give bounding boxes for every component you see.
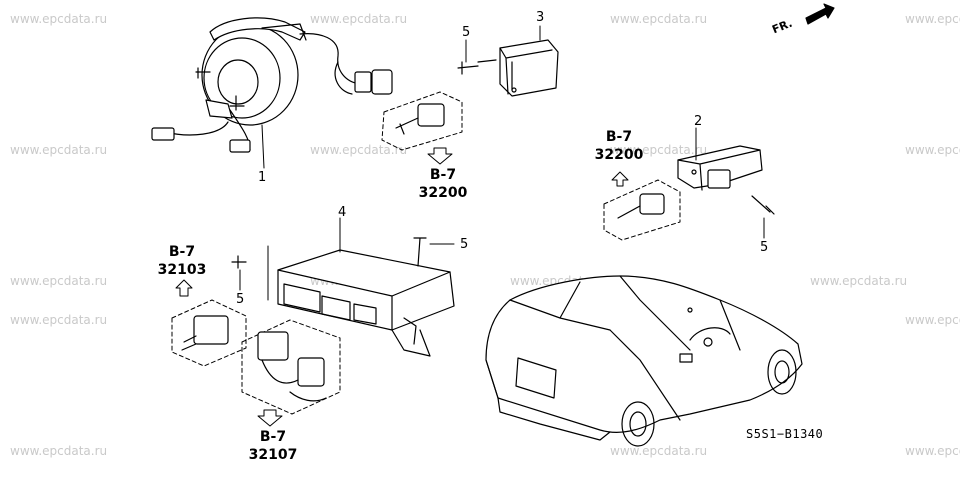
watermark: www.epcdata.ru — [10, 444, 108, 458]
callout-5: 5 — [462, 25, 471, 40]
connector-group — [381, 91, 463, 151]
reference-section: B-7 — [429, 167, 457, 183]
watermark: www.epcdata.ru — [610, 143, 708, 157]
callout-5: 5 — [460, 237, 469, 252]
arrow-up-icon — [175, 279, 193, 297]
callout-3: 3 — [536, 10, 545, 25]
watermark: www.epcdata.ru — [610, 12, 708, 26]
reference-part-number: 32200 — [418, 185, 468, 201]
reference-part-number: 32200 — [594, 147, 644, 163]
reference-section: B-7 — [259, 429, 287, 445]
section-reference[interactable]: B-7 32107 — [238, 428, 308, 464]
watermark: www.epcdata.ru — [10, 143, 108, 157]
callout-2: 2 — [694, 114, 703, 129]
diagram-code: S5S1−B1340 — [746, 427, 824, 441]
section-reference[interactable]: B-7 32200 — [408, 166, 478, 202]
srs-unit-part — [231, 217, 455, 357]
connector-group — [241, 319, 341, 415]
arrow-down-icon — [427, 147, 453, 165]
watermark: www.epcdata.ru — [10, 12, 108, 26]
watermark: www.epcdata.ru — [905, 444, 960, 458]
section-reference[interactable]: B-7 32200 — [584, 128, 654, 164]
arrow-up-icon — [611, 171, 629, 187]
watermark: www.epcdata.ru — [610, 444, 708, 458]
connector-group — [603, 179, 681, 241]
front-direction-arrow-icon — [805, 3, 835, 25]
sensor-bracket-part — [457, 25, 559, 97]
reference-part-number: 32107 — [248, 447, 298, 463]
reference-section: B-7 — [168, 244, 196, 260]
callout-5: 5 — [236, 292, 245, 307]
reference-section: B-7 — [605, 129, 633, 145]
reference-part-number: 32103 — [157, 262, 207, 278]
callout-4: 4 — [338, 205, 347, 220]
vehicle-outline — [485, 275, 803, 447]
arrow-down-icon — [257, 409, 283, 427]
side-sensor-part — [677, 127, 775, 239]
section-reference[interactable]: B-7 32103 — [147, 243, 217, 279]
watermark: www.epcdata.ru — [310, 143, 408, 157]
watermark: www.epcdata.ru — [10, 313, 108, 327]
connector-group — [171, 299, 247, 367]
callout-1: 1 — [258, 170, 267, 185]
watermark: www.epcdata.ru — [905, 143, 960, 157]
watermark: www.epcdata.ru — [905, 12, 960, 26]
watermark: www.epcdata.ru — [10, 274, 108, 288]
callout-5: 5 — [760, 240, 769, 255]
watermark: www.epcdata.ru — [810, 274, 908, 288]
watermark: www.epcdata.ru — [310, 12, 408, 26]
cable-reel-part — [151, 17, 393, 169]
watermark: www.epcdata.ru — [905, 313, 960, 327]
